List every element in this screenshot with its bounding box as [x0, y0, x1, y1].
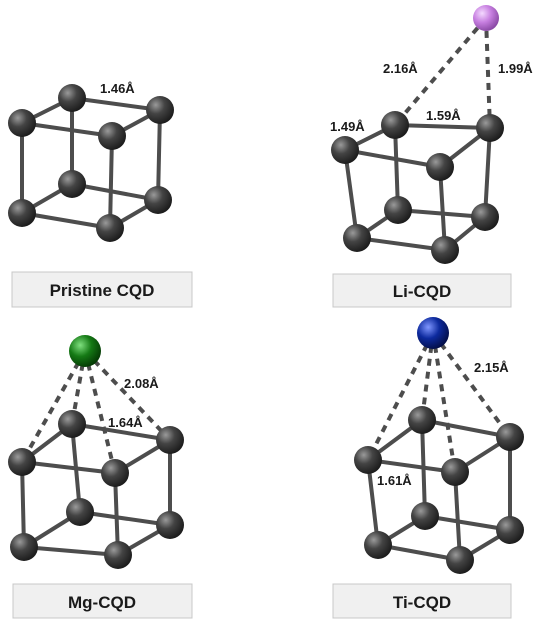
metal-carbon-dashed-bond [393, 16, 488, 127]
metal-carbon-dashed-bond [431, 331, 512, 439]
carbon-carbon-bond [343, 148, 359, 240]
carbon-carbon-bond [453, 470, 462, 562]
carbon-atom [343, 224, 371, 252]
carbon-atom [144, 186, 172, 214]
carbon-carbon-bond [78, 510, 172, 527]
carbon-carbon-bond [20, 121, 114, 138]
caption-ti-cqd: Ti-CQD [393, 593, 451, 612]
carbon-atom [10, 533, 38, 561]
lithium-atom [473, 5, 499, 31]
caption-pristine-cqd: Pristine CQD [50, 281, 155, 300]
metal-carbon-dashed-bond [431, 332, 457, 473]
carbon-atom [146, 96, 174, 124]
carbon-atom [8, 448, 36, 476]
panel-li-cqd: Li-CQD 2.16Å 1.99Å 1.49Å 1.59Å [330, 5, 533, 308]
carbon-carbon-bond [393, 123, 400, 212]
carbon-carbon-bond [393, 123, 492, 130]
carbon-carbon-bond [423, 514, 512, 532]
carbon-carbon-bond [20, 460, 117, 475]
carbon-atom [331, 136, 359, 164]
carbon-carbon-bond [108, 134, 114, 230]
metal-carbon-dashed-bond [366, 332, 435, 461]
bond-length-label: 1.49Å [330, 119, 365, 134]
carbon-carbon-bond [366, 458, 380, 547]
carbon-atom [384, 196, 412, 224]
carbon-atom [58, 84, 86, 112]
caption-box [332, 273, 512, 308]
carbon-carbon-bond [20, 211, 112, 230]
caption-mg-cqd: Mg-CQD [68, 593, 136, 612]
carbon-atom [408, 406, 436, 434]
carbon-atom [476, 114, 504, 142]
carbon-atom [101, 459, 129, 487]
carbon-carbon-bond [420, 418, 427, 518]
carbon-carbon-bond [366, 458, 457, 474]
bond-length-label: 1.59Å [426, 108, 461, 123]
panel-pristine-cqd: Pristine CQD 1.46Å [8, 81, 193, 308]
carbon-atom [96, 214, 124, 242]
carbon-atom [364, 531, 392, 559]
carbon-atom [66, 498, 94, 526]
carbon-atom [104, 541, 132, 569]
bond-length-label: 2.08Å [124, 376, 159, 391]
carbon-carbon-bond [70, 422, 82, 514]
carbon-atom [156, 511, 184, 539]
caption-box [12, 583, 193, 619]
magnesium-atom [69, 335, 101, 367]
carbon-atom [471, 203, 499, 231]
carbon-carbon-bond [343, 148, 442, 169]
carbon-atom [156, 426, 184, 454]
carbon-atom [496, 516, 524, 544]
carbon-atom [354, 446, 382, 474]
titanium-atom [417, 317, 449, 349]
carbon-carbon-bond [156, 108, 162, 202]
bond-length-label: 2.15Å [474, 360, 509, 375]
caption-li-cqd: Li-CQD [393, 282, 452, 301]
bond-length-label: 1.46Å [100, 81, 135, 96]
bond-length-label: 2.16Å [383, 61, 418, 76]
carbon-atom [446, 546, 474, 574]
carbon-carbon-bond [355, 236, 447, 252]
carbon-carbon-bond [70, 182, 160, 202]
carbon-atom [98, 122, 126, 150]
bond-length-label: 1.99Å [498, 61, 533, 76]
carbon-carbon-bond [70, 96, 162, 112]
carbon-carbon-bond [22, 545, 120, 557]
carbon-atom [58, 410, 86, 438]
bond-length-label: 1.61Å [377, 473, 412, 488]
carbon-carbon-bond [20, 460, 26, 549]
carbon-atom [431, 236, 459, 264]
carbon-atom [441, 458, 469, 486]
carbon-atom [8, 109, 36, 137]
carbon-atom [411, 502, 439, 530]
metal-carbon-dashed-bond [83, 350, 117, 474]
metal-carbon-dashed-bond [484, 17, 492, 129]
carbon-atom [381, 111, 409, 139]
caption-box [11, 271, 193, 308]
carbon-atom [58, 170, 86, 198]
caption-box [332, 583, 512, 619]
carbon-atom [8, 199, 36, 227]
carbon-carbon-bond [420, 418, 512, 439]
metal-carbon-dashed-bond [20, 350, 87, 463]
panel-mg-cqd: Mg-CQD 2.08Å 1.64Å [8, 335, 193, 619]
carbon-atom [496, 423, 524, 451]
carbon-carbon-bond [483, 126, 492, 219]
panel-ti-cqd: Ti-CQD 2.15Å 1.61Å [332, 317, 524, 619]
carbon-atom [426, 153, 454, 181]
bond-length-label: 1.64Å [108, 415, 143, 430]
carbon-carbon-bond [70, 422, 172, 442]
